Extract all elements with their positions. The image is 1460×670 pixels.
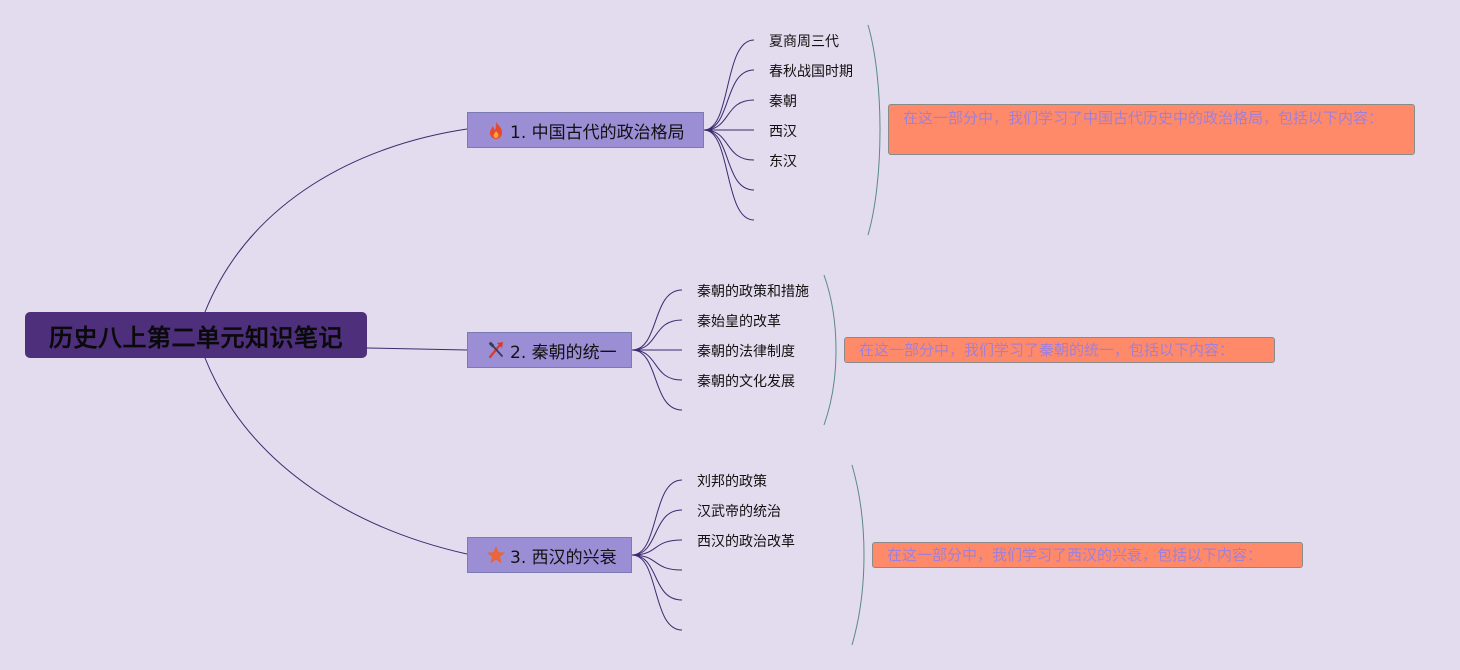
branch-connector bbox=[631, 319, 683, 351]
branch-connector bbox=[631, 539, 683, 556]
branch-connector bbox=[631, 289, 683, 351]
topic-western-han[interactable]: 3. 西汉的兴衰 bbox=[467, 537, 632, 573]
summary-bracket bbox=[823, 274, 837, 426]
summary-text: 在这一部分中，我们学习了秦朝的统一，包括以下内容： bbox=[859, 341, 1235, 359]
summary-text: 在这一部分中，我们学习了中国古代历史中的政治格局，包括以下内容： bbox=[903, 109, 1384, 127]
branch-connector bbox=[703, 39, 755, 131]
branch-connector bbox=[631, 554, 683, 601]
subtopic-item[interactable]: 东汉 bbox=[769, 154, 797, 170]
branch-connector bbox=[703, 129, 755, 221]
hammer-pick-icon bbox=[486, 340, 506, 360]
root-to-topic-connector bbox=[366, 347, 468, 351]
subtopic-item[interactable]: 刘邦的政策 bbox=[697, 474, 767, 490]
branch-connector bbox=[631, 349, 683, 411]
topic-qin-unification[interactable]: 2. 秦朝的统一 bbox=[467, 332, 632, 368]
summary-callout[interactable]: 在这一部分中，我们学习了西汉的兴衰，包括以下内容： bbox=[872, 542, 1303, 568]
branch-connector bbox=[703, 99, 755, 131]
summary-text: 在这一部分中，我们学习了西汉的兴衰，包括以下内容： bbox=[887, 546, 1263, 564]
summary-callout[interactable]: 在这一部分中，我们学习了中国古代历史中的政治格局，包括以下内容： bbox=[888, 104, 1415, 155]
topic-label: 2. 秦朝的统一 bbox=[510, 342, 617, 363]
subtopic-item[interactable]: 西汉 bbox=[769, 124, 797, 140]
branch-connector bbox=[631, 554, 683, 631]
subtopic-item[interactable]: 夏商周三代 bbox=[769, 34, 839, 50]
subtopic-item[interactable]: 秦始皇的改革 bbox=[697, 314, 781, 330]
subtopic-item[interactable]: 秦朝的政策和措施 bbox=[697, 284, 809, 300]
branch-connector bbox=[703, 69, 755, 131]
branch-connector bbox=[631, 509, 683, 556]
root-to-topic-connector bbox=[204, 357, 468, 555]
subtopic-item[interactable]: 西汉的政治改革 bbox=[697, 534, 795, 550]
topic-label: 3. 西汉的兴衰 bbox=[510, 547, 617, 568]
subtopic-item[interactable]: 汉武帝的统治 bbox=[697, 504, 781, 520]
summary-bracket bbox=[867, 24, 881, 236]
fire-icon bbox=[486, 120, 506, 140]
branch-connector bbox=[703, 129, 755, 161]
topic-label: 1. 中国古代的政治格局 bbox=[510, 122, 685, 143]
branch-connector bbox=[631, 479, 683, 556]
root-topic-label: 历史八上第二单元知识笔记 bbox=[49, 323, 343, 352]
branch-connector bbox=[631, 554, 683, 571]
root-topic[interactable]: 历史八上第二单元知识笔记 bbox=[25, 312, 367, 358]
star-icon bbox=[486, 545, 506, 565]
root-to-topic-connector bbox=[204, 128, 468, 313]
summary-bracket bbox=[851, 464, 865, 646]
topic-political-structure[interactable]: 1. 中国古代的政治格局 bbox=[467, 112, 704, 148]
summary-callout[interactable]: 在这一部分中，我们学习了秦朝的统一，包括以下内容： bbox=[844, 337, 1275, 363]
branch-connector bbox=[631, 349, 683, 381]
subtopic-item[interactable]: 秦朝的法律制度 bbox=[697, 344, 795, 360]
subtopic-item[interactable]: 秦朝 bbox=[769, 94, 797, 110]
subtopic-item[interactable]: 秦朝的文化发展 bbox=[697, 374, 795, 390]
subtopic-item[interactable]: 春秋战国时期 bbox=[769, 64, 853, 80]
branch-connector bbox=[703, 129, 755, 191]
